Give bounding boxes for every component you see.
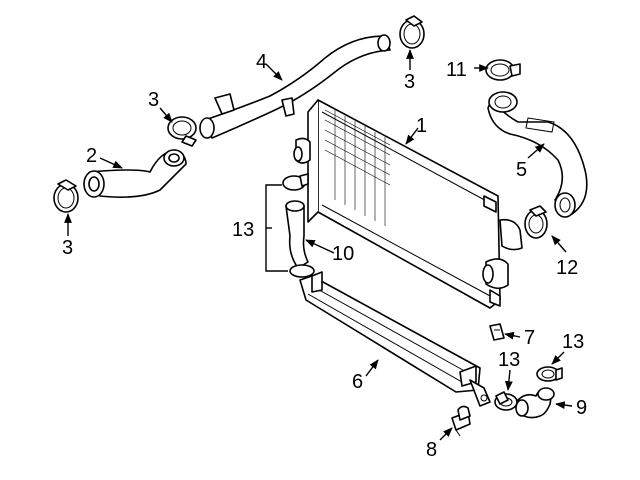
clamp-13-lower <box>289 264 315 278</box>
callout-13-bottom-right: 13 <box>562 331 584 353</box>
leader-lines <box>64 49 573 441</box>
callout-9: 9 <box>576 397 587 419</box>
right-tube <box>487 91 588 218</box>
hose-left <box>83 149 187 198</box>
bolt-8 <box>451 405 471 437</box>
core-fins <box>324 109 391 226</box>
clamp-13-bottom-mid <box>494 391 518 411</box>
callout-7: 7 <box>524 327 535 349</box>
intercooler-core <box>293 99 523 309</box>
callout-4: 4 <box>256 51 267 73</box>
callout-13-left: 13 <box>232 219 254 241</box>
callout-3-left: 3 <box>62 237 73 259</box>
clamp-12 <box>524 205 548 239</box>
callout-5: 5 <box>516 159 527 181</box>
callout-3-mid: 3 <box>148 89 159 111</box>
callout-11: 11 <box>446 59 467 81</box>
upper-tube <box>199 34 391 139</box>
clamp-13-bottom-right <box>536 366 563 382</box>
callout-13-bottom-mid: 13 <box>498 349 520 371</box>
clamp-11 <box>485 59 521 81</box>
callout-2: 2 <box>86 145 97 167</box>
air-deflector <box>299 271 491 407</box>
hose-clamp-left <box>53 179 79 213</box>
callout-10: 10 <box>332 243 354 265</box>
callout-12: 12 <box>556 257 578 279</box>
callout-6: 6 <box>352 371 363 393</box>
elbow-hose-9 <box>515 387 555 419</box>
hose-clamp-mid <box>167 116 197 147</box>
callout-3-top: 3 <box>404 71 415 93</box>
clip-7 <box>489 323 505 341</box>
callout-8: 8 <box>426 439 437 461</box>
callout-1: 1 <box>416 115 427 137</box>
small-hose-10 <box>285 200 309 269</box>
clamp-13-upper <box>282 173 309 191</box>
callout-labels: 1 2 3 3 3 4 5 6 7 8 9 10 11 12 13 13 13 <box>62 51 587 461</box>
hose-clamp-top <box>399 15 425 49</box>
